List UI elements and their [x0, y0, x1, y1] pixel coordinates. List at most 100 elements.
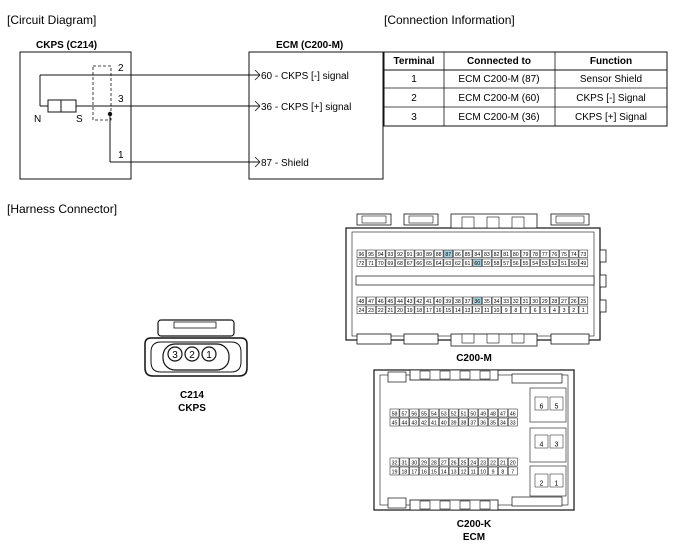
svg-text:34: 34 [494, 299, 500, 305]
connector-pin: 37 [468, 417, 479, 426]
connector-pin: 54 [530, 258, 540, 267]
connector-pin: 39 [448, 417, 459, 426]
connector-pin: 26 [448, 457, 459, 466]
svg-text:69: 69 [387, 261, 393, 267]
svg-text:41: 41 [426, 299, 432, 305]
svg-text:70: 70 [378, 261, 384, 267]
connector-pin: 49 [578, 258, 589, 267]
svg-text:14: 14 [441, 469, 447, 475]
svg-text:15: 15 [445, 308, 451, 314]
ecm-pin-60-label: 60 - CKPS [-] signal [261, 71, 349, 82]
svg-text:39: 39 [445, 299, 451, 305]
connector-pin: 44 [395, 296, 405, 305]
connector-pin: 22 [376, 305, 386, 314]
svg-text:73: 73 [580, 252, 586, 258]
connector-pin: 58 [389, 408, 400, 417]
connector-pin: 93 [385, 249, 396, 258]
svg-text:43: 43 [411, 420, 417, 426]
svg-text:40: 40 [436, 299, 442, 305]
connector-pin: 87 [443, 249, 453, 258]
svg-text:30: 30 [532, 299, 538, 305]
svg-text:52: 52 [552, 261, 558, 267]
svg-text:23: 23 [368, 308, 374, 314]
connector-pin: 18 [414, 305, 424, 314]
connector-pin: 39 [443, 296, 453, 305]
svg-text:21: 21 [500, 460, 506, 466]
svg-text:3: 3 [563, 308, 566, 314]
svg-text:1: 1 [555, 480, 559, 487]
svg-text:53: 53 [441, 411, 447, 417]
connector-pin: 34 [498, 417, 508, 426]
connector-pin: 24 [356, 305, 367, 314]
svg-text:27: 27 [441, 460, 447, 466]
connector-pin: 14 [439, 466, 449, 475]
svg-text:50: 50 [571, 261, 577, 267]
connector-pin: 76 [549, 249, 560, 258]
table-cell: Sensor Shield [580, 74, 642, 85]
connector-pin: 29 [419, 457, 429, 466]
svg-text:44: 44 [401, 420, 407, 426]
svg-text:51: 51 [461, 411, 467, 417]
connector-pin: 54 [429, 408, 439, 417]
svg-text:56: 56 [411, 411, 417, 417]
svg-text:57: 57 [503, 261, 509, 267]
connector-pin: 52 [448, 408, 459, 417]
connector-pin: 9 [488, 466, 498, 475]
connector-pin: 77 [540, 249, 550, 258]
connector-pin: 65 [424, 258, 434, 267]
connector-pin: 78 [530, 249, 540, 258]
connector-pin: 32 [389, 457, 400, 466]
connector-pin: 46 [507, 408, 518, 417]
connector-pin: 51 [458, 408, 469, 417]
svg-text:25: 25 [461, 460, 467, 466]
sensor-element: N S [34, 74, 111, 125]
table-cell: 2 [411, 93, 417, 104]
svg-text:36: 36 [474, 299, 480, 305]
svg-text:76: 76 [552, 252, 558, 258]
connector-pin: 1 [578, 305, 589, 314]
ckps-box [19, 51, 132, 180]
connector-pin: 10 [491, 305, 502, 314]
connector-pin: 17 [424, 305, 434, 314]
svg-text:8: 8 [501, 469, 504, 475]
connector-pin: 12 [472, 305, 482, 314]
connector-pin: 61 [462, 258, 473, 267]
connector-pin: 75 [559, 249, 569, 258]
svg-text:41: 41 [431, 420, 437, 426]
table-cell: ECM C200-M (60) [458, 93, 539, 104]
svg-text:6: 6 [534, 308, 537, 314]
connector-pin: 27 [559, 296, 569, 305]
svg-text:43: 43 [407, 299, 413, 305]
connector-pin: 31 [399, 457, 410, 466]
connector-pin: 1 [549, 473, 564, 487]
connector-pin: 8 [511, 305, 521, 314]
connector-pin: 35 [488, 417, 498, 426]
connector-pin: 16 [433, 305, 444, 314]
svg-text:40: 40 [441, 420, 447, 426]
svg-text:20: 20 [510, 460, 516, 466]
svg-text:95: 95 [368, 252, 374, 258]
connector-pin: 41 [424, 296, 434, 305]
connector-pin: 50 [468, 408, 479, 417]
connector-pin: 4 [549, 305, 560, 314]
svg-text:26: 26 [451, 460, 457, 466]
connector-pin: 67 [405, 258, 415, 267]
svg-text:2: 2 [540, 480, 544, 487]
svg-text:23: 23 [480, 460, 486, 466]
svg-text:67: 67 [407, 261, 413, 267]
connector-pin: 53 [540, 258, 550, 267]
svg-text:31: 31 [523, 299, 529, 305]
svg-text:16: 16 [421, 469, 427, 475]
table-header-terminal: Terminal [394, 56, 435, 67]
connector-pin: 88 [433, 249, 444, 258]
wire-3-number: 3 [118, 94, 124, 105]
svg-text:96: 96 [359, 252, 365, 258]
connector-pin: 4 [534, 434, 549, 448]
connector-pin: 29 [540, 296, 550, 305]
svg-text:44: 44 [397, 299, 403, 305]
svg-text:94: 94 [378, 252, 384, 258]
connector-pin: 13 [448, 466, 459, 475]
svg-text:28: 28 [552, 299, 558, 305]
